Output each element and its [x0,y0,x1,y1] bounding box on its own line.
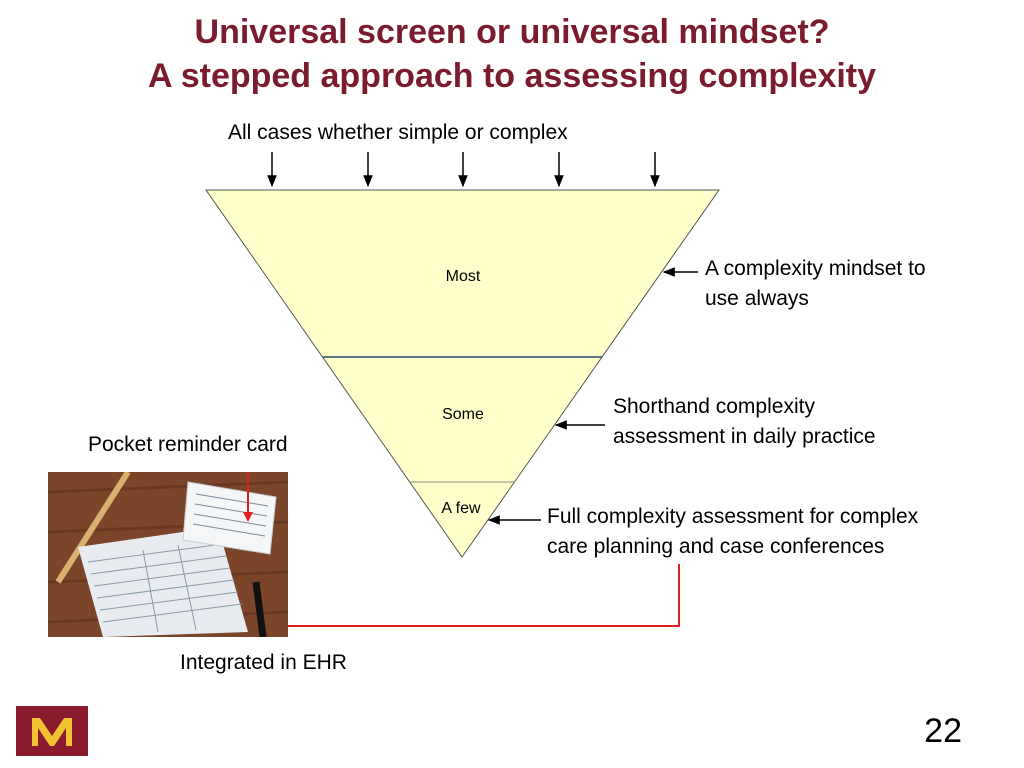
full-line-1: Full complexity assessment for complex [547,505,919,528]
slide-number: 22 [924,712,962,750]
funnel-triangle [205,189,720,558]
shorthand-line-2: assessment in daily practice [613,425,876,448]
mindset-line-2: use always [705,287,809,310]
top-label: All cases whether simple or complex [228,121,568,144]
mindset-line-1: A complexity mindset to [705,257,926,280]
slide-title: Universal screen or universal mindset? A… [0,10,1024,98]
shorthand-line-1: Shorthand complexity [613,395,815,418]
pocket-card-label: Pocket reminder card [88,433,288,456]
full-line-2: care planning and case conferences [547,535,885,558]
title-line-1: Universal screen or universal mindset? [194,13,830,51]
ehr-connector-arrow [234,564,680,633]
ehr-label: Integrated in EHR [180,651,347,674]
tier-most: Most [445,268,481,285]
tier-some: Some [442,406,484,423]
pocket-card-photo-icon [48,472,288,637]
tier-a-few: A few [441,500,481,517]
university-m-logo-icon [16,706,88,756]
full-annotation: Full complexity assessment for complex c… [547,502,918,562]
mindset-annotation: A complexity mindset to use always [705,254,926,314]
shorthand-annotation: Shorthand complexity assessment in daily… [613,392,876,452]
title-line-2: A stepped approach to assessing complexi… [147,57,877,95]
